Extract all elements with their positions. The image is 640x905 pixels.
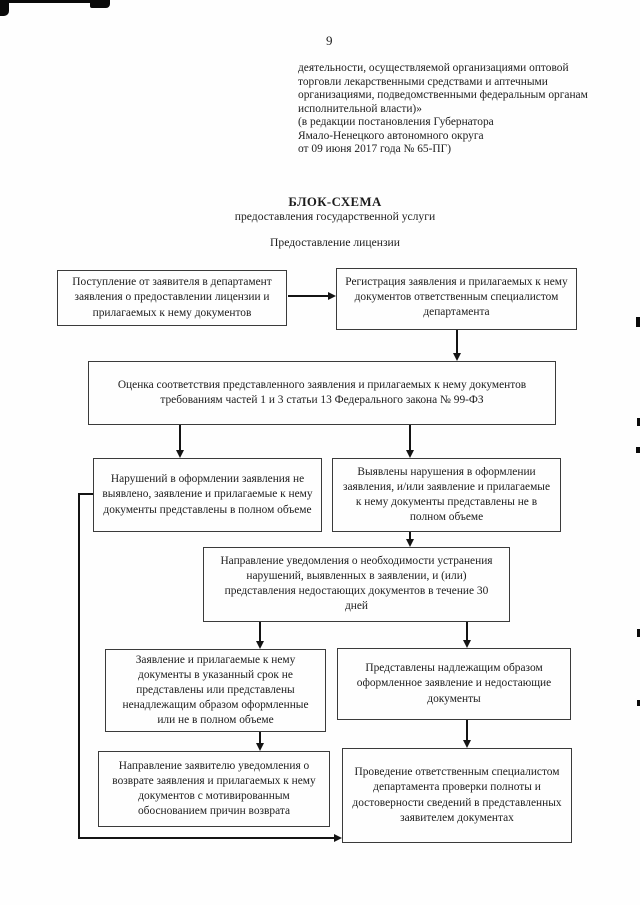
page-number: 9	[326, 33, 333, 48]
connector-assessment-to-violations-line	[409, 425, 411, 451]
connector-registration-to-assessment-line	[456, 330, 458, 354]
scan-artifact	[637, 700, 640, 706]
connector-assessment-to-no-violations-line	[179, 425, 181, 451]
arrow-down-icon	[255, 641, 264, 649]
arrow-down-icon	[405, 539, 414, 547]
arrow-down-icon	[462, 640, 471, 648]
arrow-down-icon	[405, 450, 414, 458]
connector-no-violations-to-verification-segment	[78, 493, 80, 839]
scan-artifact	[637, 418, 640, 426]
connector-no-violations-to-verification-segment	[78, 837, 335, 839]
flow-box-properly-submitted: Представлены надлежащим образом оформлен…	[337, 648, 571, 720]
intro-line: деятельности, осуществляемой организация…	[298, 62, 569, 74]
flow-box-no-violations: Нарушений в оформлении заявления не выяв…	[93, 458, 322, 532]
connector-not-submitted-to-return-line	[259, 732, 261, 744]
flow-box-not-submitted-in-time: Заявление и прилагаемые к нему документы…	[105, 649, 326, 732]
arrow-right-icon	[334, 834, 342, 842]
page-title: БЛОК-СХЕМА	[288, 195, 382, 209]
intro-line: организациями, подведомственными федерал…	[298, 89, 588, 101]
intro-paragraph: деятельности, осуществляемой организация…	[298, 62, 610, 157]
arrow-right-icon	[328, 292, 336, 300]
flow-box-compliance-assessment: Оценка соответствия представленного заяв…	[88, 361, 556, 425]
flow-box-return-notice: Направление заявителю уведомления о возв…	[98, 751, 330, 827]
connector-application-to-registration-line	[288, 295, 329, 297]
flow-box-registration: Регистрация заявления и прилагаемых к не…	[336, 268, 577, 330]
connector-notice-to-properly-submitted-line	[466, 622, 468, 641]
connector-no-violations-to-verification-segment	[78, 493, 93, 495]
scan-artifact	[90, 0, 110, 8]
flow-box-application-received: Поступление от заявителя в департамент з…	[57, 270, 287, 326]
intro-line: (в редакции постановления Губернатора	[298, 116, 494, 128]
connector-violations-to-notice-line	[409, 532, 411, 541]
section-heading: Предоставление лицензии	[270, 236, 400, 249]
page-subtitle: предоставления государственной услуги	[234, 210, 436, 223]
intro-line: Ямало-Ненецкого автономного округа	[298, 129, 484, 142]
arrow-down-icon	[175, 450, 184, 458]
arrow-down-icon	[255, 743, 264, 751]
arrow-down-icon	[452, 353, 461, 361]
scan-artifact	[637, 629, 640, 637]
intro-line: исполнительной власти)»	[298, 102, 422, 115]
flow-box-verification: Проведение ответственным специалистом де…	[342, 748, 572, 843]
flow-box-notice-to-fix: Направление уведомления о необходимости …	[203, 547, 510, 622]
scan-artifact	[0, 0, 104, 3]
arrow-down-icon	[462, 740, 471, 748]
scan-artifact	[636, 317, 640, 327]
connector-properly-submitted-to-verification-line	[466, 720, 468, 741]
scan-artifact	[0, 0, 9, 16]
flow-box-violations-found: Выявлены нарушения в оформлении заявлени…	[332, 458, 561, 532]
connector-notice-to-not-submitted-line	[259, 622, 261, 642]
intro-line: от 09 июня 2017 года № 65-ПГ)	[298, 143, 451, 155]
scan-artifact	[636, 447, 640, 453]
intro-line: торговли лекарственными средствами и апт…	[298, 75, 548, 88]
